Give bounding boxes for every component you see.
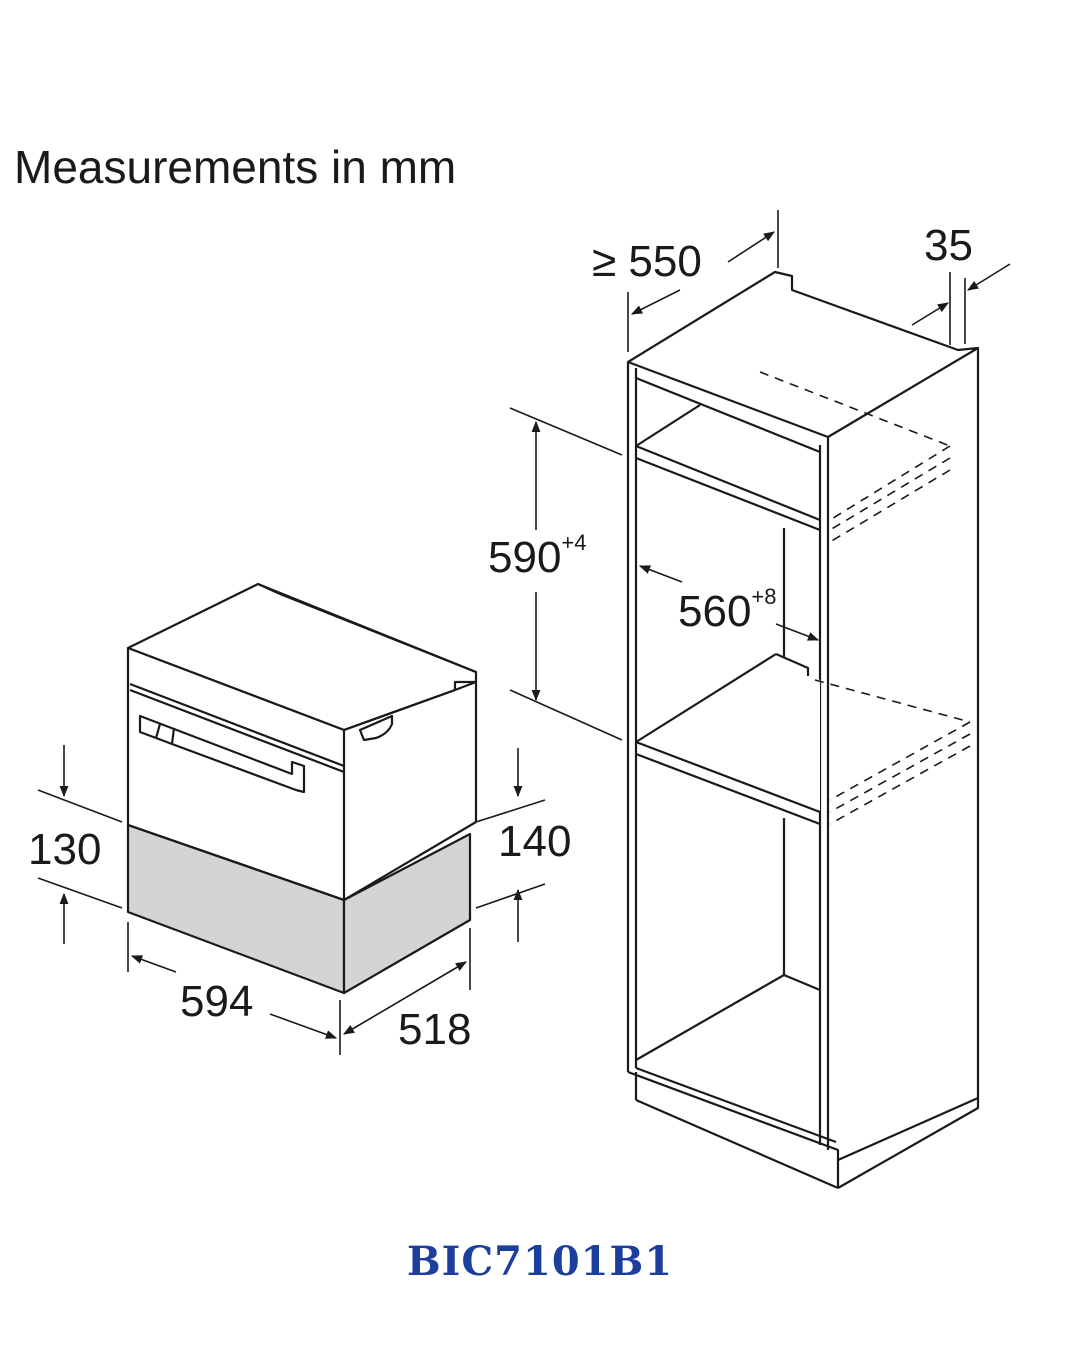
- warming-drawer: [126, 582, 478, 995]
- cabinet-wall-value: 35: [924, 221, 973, 270]
- depth-value: 518: [398, 1005, 472, 1054]
- niche-width-label: 560+8: [678, 586, 777, 636]
- cabinet-depth-label: ≥ 550: [592, 240, 702, 284]
- model-number: BIC7101B1: [406, 1238, 674, 1285]
- body-height-value: 140: [498, 817, 572, 866]
- niche-width-tolerance: +8: [751, 584, 777, 609]
- cabinet-wall-label: 35: [924, 224, 973, 268]
- front-height-value: 130: [28, 825, 102, 874]
- cabinet-depth-value: ≥ 550: [592, 237, 702, 286]
- tall-cabinet: [626, 270, 980, 1190]
- cabinet-dimension-lines: [509, 210, 1011, 741]
- width-value: 594: [180, 977, 254, 1026]
- cabinet-top: [626, 270, 980, 439]
- body-height-label: 140: [498, 820, 571, 864]
- width-label: 594: [180, 980, 253, 1024]
- diagram-title: Measurements in mm: [14, 141, 457, 193]
- depth-label: 518: [398, 1008, 471, 1052]
- niche-width-value: 560: [678, 587, 752, 636]
- front-height-label: 130: [28, 828, 101, 872]
- niche-height-tolerance: +4: [561, 530, 587, 555]
- niche-height-value: 590: [488, 533, 562, 582]
- drawer-dimension-lines: [37, 745, 546, 1055]
- niche-height-label: 590+4: [488, 532, 587, 582]
